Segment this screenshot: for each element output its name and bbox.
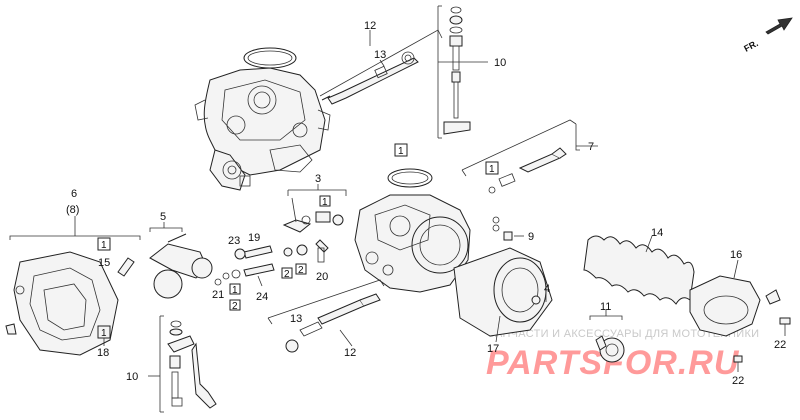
part-11 [589, 310, 625, 363]
callout-18: 18 [97, 347, 109, 359]
callout-1-left: 1 [101, 240, 107, 251]
callout-1-on-7: 1 [489, 164, 495, 175]
callout-2-c: 2 [232, 301, 238, 312]
part-10-top [437, 5, 488, 139]
lower-carburetor [354, 143, 471, 293]
part-14-spring [583, 235, 695, 305]
fr-label: FR. [742, 38, 759, 54]
callout-17: 17 [487, 343, 499, 355]
part-16-cap [689, 259, 761, 337]
callout-14: 14 [651, 227, 663, 239]
part-7-assembly [461, 119, 598, 194]
callout-13-bottom: 13 [290, 313, 302, 325]
callout-3: 3 [315, 173, 321, 185]
callout-1-set3: 1 [322, 197, 328, 208]
callout-15: 15 [98, 257, 110, 269]
callout-4: 4 [544, 283, 550, 295]
jets-column [214, 239, 329, 311]
part-10-bottom [148, 315, 217, 413]
part-12-top [319, 29, 443, 105]
callout-12-top: 12 [364, 20, 376, 32]
callout-1-left2: 1 [101, 328, 107, 339]
part-6-float-chamber [5, 216, 141, 356]
callout-23: 23 [228, 235, 240, 247]
part-3-set [282, 184, 347, 233]
watermark-tagline: ЗАПЧАСТИ И АКСЕССУАРЫ ДЛЯ МОТОТЕХНИКИ [488, 328, 759, 340]
callout-16: 16 [730, 249, 742, 261]
callout-7: 7 [588, 141, 594, 153]
callout-13-top: 13 [374, 49, 386, 61]
part-5-float [149, 222, 230, 299]
callout-19: 19 [248, 232, 260, 244]
front-direction-arrow: FR. [742, 17, 793, 54]
callout-1-lower-carb: 1 [398, 146, 404, 157]
upper-carburetor [194, 47, 331, 191]
part-22-screws [733, 289, 791, 372]
callout-12-bottom: 12 [344, 347, 356, 359]
callout-22-a: 22 [774, 339, 786, 351]
callout-8: (8) [66, 204, 79, 216]
callout-10-bottom: 10 [126, 371, 138, 383]
callout-9: 9 [528, 231, 534, 243]
arrow-icon [765, 17, 793, 35]
callout-22-b: 22 [732, 375, 744, 387]
callout-2-b: 2 [298, 265, 304, 276]
callout-21: 21 [212, 289, 224, 301]
callout-11: 11 [600, 301, 611, 313]
callout-20: 20 [316, 271, 328, 283]
part-12-bottom [267, 279, 385, 353]
callout-1-c: 1 [232, 285, 238, 296]
callout-2-a: 2 [284, 269, 290, 280]
part-4 [531, 292, 547, 305]
callout-5: 5 [160, 211, 166, 223]
part-17-slide [453, 247, 553, 343]
part-9 [492, 216, 524, 241]
callout-6: 6 [71, 188, 77, 200]
callout-10-top: 10 [494, 57, 506, 69]
callout-24: 24 [256, 291, 268, 303]
